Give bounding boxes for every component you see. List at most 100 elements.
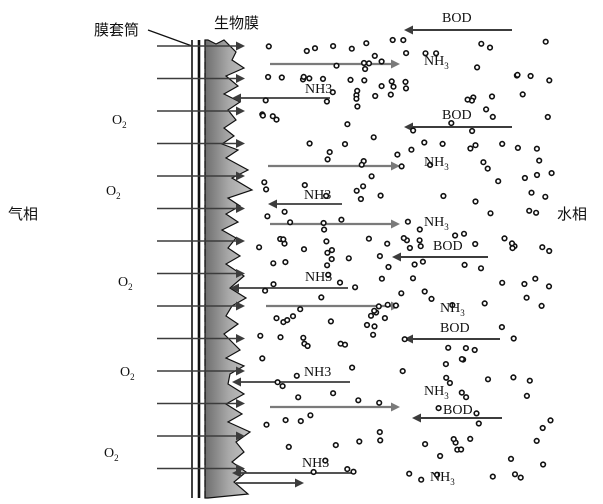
particle: [384, 240, 391, 247]
particle: [458, 356, 466, 363]
particle: [281, 208, 288, 215]
particle: [402, 85, 410, 92]
particle: [489, 113, 496, 120]
particle: [370, 331, 377, 338]
particle: [458, 446, 465, 453]
particle: [440, 192, 447, 200]
o2-label: O2: [104, 446, 119, 463]
particle: [542, 193, 549, 200]
particle: [526, 207, 533, 214]
particle: [445, 344, 452, 351]
particle: [371, 52, 378, 60]
particle: [341, 141, 349, 148]
particle: [532, 209, 540, 216]
oxygen-flux-arrow-head: [236, 204, 245, 213]
oxygen-flux-arrow-head: [236, 334, 245, 343]
particle: [279, 383, 286, 390]
particle: [439, 140, 446, 147]
particle: [442, 361, 450, 368]
particle: [508, 240, 516, 247]
particle: [548, 170, 555, 177]
particle: [448, 119, 455, 127]
particle: [376, 429, 383, 436]
particle: [495, 178, 502, 185]
particle: [365, 235, 373, 242]
particle: [270, 281, 277, 288]
particle: [263, 186, 270, 193]
particle: [353, 95, 360, 102]
bod-label: BOD: [442, 108, 472, 123]
particle: [507, 455, 515, 463]
particle: [419, 258, 427, 265]
particle: [527, 72, 534, 80]
particle: [323, 192, 330, 199]
particle: [310, 468, 317, 476]
bod-labels: BOD BOD BOD BOD BOD: [433, 11, 473, 418]
particle: [404, 218, 412, 225]
particle: [280, 236, 287, 243]
particle: [300, 246, 308, 253]
particle: [446, 379, 454, 387]
particle: [370, 134, 377, 141]
nh3-uptake-arrow-head: [230, 283, 239, 293]
bod-flux-arrow-head: [412, 413, 421, 423]
bod-flux-arrow-head: [404, 25, 413, 35]
membrane-sleeve-wall: [191, 40, 206, 498]
particle: [282, 417, 289, 424]
bod-flux-arrow-head: [392, 252, 401, 262]
particle: [355, 397, 362, 404]
particle: [330, 390, 337, 397]
particle: [301, 182, 308, 189]
particle: [262, 287, 269, 294]
particle: [546, 247, 553, 255]
particle: [536, 157, 543, 164]
particle: [327, 318, 335, 325]
particle: [360, 183, 367, 190]
bod-label: BOD: [443, 403, 473, 418]
particle: [354, 103, 361, 110]
particle: [326, 149, 333, 156]
nh3-uptake-arrow-head: [232, 468, 241, 478]
particle: [318, 294, 325, 301]
particle: [300, 73, 307, 80]
o2-label: O2: [120, 365, 135, 382]
particle: [475, 420, 482, 427]
particle: [486, 44, 494, 51]
particle: [523, 392, 531, 400]
nh3-label: NH3: [302, 456, 329, 471]
particle: [417, 243, 424, 250]
particle: [349, 364, 356, 371]
ammonia-diffusion-arrow-head: [391, 59, 400, 69]
particle: [473, 410, 480, 417]
particle: [353, 187, 360, 194]
particle: [488, 93, 496, 100]
nh3-sub-label: NH3: [424, 54, 449, 71]
particle: [376, 399, 383, 406]
particle: [363, 321, 371, 329]
oxygen-flux-arrow-head: [236, 399, 245, 408]
particle: [526, 377, 533, 384]
particle: [263, 421, 270, 428]
particle: [348, 45, 355, 52]
particle: [472, 240, 479, 248]
particle: [433, 50, 440, 57]
particle: [378, 275, 386, 282]
particle: [297, 418, 304, 425]
particle: [501, 235, 508, 242]
particle: [533, 437, 540, 445]
particle: [307, 412, 314, 419]
particle: [452, 232, 459, 239]
oxygen-flux-arrow-head: [236, 171, 245, 181]
particle: [311, 45, 319, 52]
particle: [449, 302, 456, 309]
particle: [287, 219, 294, 226]
particle: [378, 58, 385, 65]
particle: [403, 49, 410, 57]
particle: [352, 284, 359, 291]
biofilm-layer: [204, 39, 254, 499]
particle: [480, 159, 487, 166]
particle: [278, 74, 285, 81]
particle: [544, 113, 551, 121]
oxygen-labels: O2 O2 O2 O2 O2: [104, 113, 135, 463]
